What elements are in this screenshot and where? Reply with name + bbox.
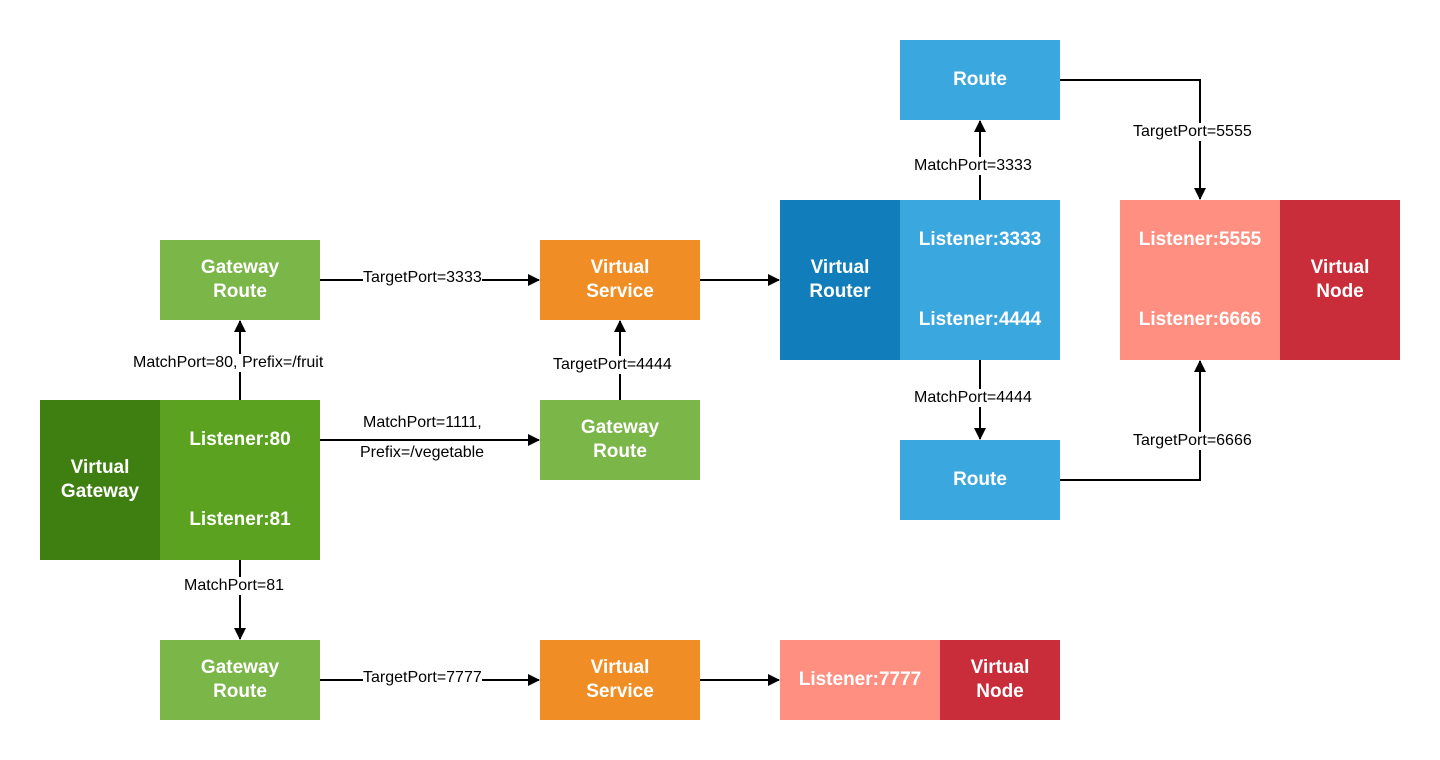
vr-listener-4444[interactable]: Listener:4444 <box>900 280 1060 360</box>
edge-route-top-to-vn <box>1060 79 1206 200</box>
virtual-service-bottom[interactable]: Virtual Service <box>540 640 700 720</box>
vn-listener-6666[interactable]: Listener:6666 <box>1120 280 1280 360</box>
label-match-3333: MatchPort=3333 <box>914 157 1032 175</box>
label-match-80-fruit: MatchPort=80, Prefix=/fruit <box>133 354 324 372</box>
virtual-router[interactable]: Virtual Router <box>780 200 900 360</box>
vg-listener-81[interactable]: Listener:81 <box>160 480 320 560</box>
gateway-route-bottom[interactable]: Gateway Route <box>160 640 320 720</box>
virtual-gateway[interactable]: Virtual Gateway <box>40 400 160 560</box>
label-match-1111-line2: Prefix=/vegetable <box>360 444 485 462</box>
vn-listener-7777[interactable]: Listener:7777 <box>780 640 940 720</box>
label-match-1111-line1: MatchPort=1111, <box>363 414 482 432</box>
virtual-service-top[interactable]: Virtual Service <box>540 240 700 320</box>
route-bottom[interactable]: Route <box>900 440 1060 520</box>
gateway-route-top[interactable]: Gateway Route <box>160 240 320 320</box>
label-target-5555: TargetPort=5555 <box>1133 123 1252 141</box>
label-match-4444: MatchPort=4444 <box>914 389 1032 407</box>
label-target-4444: TargetPort=4444 <box>553 356 672 374</box>
virtual-node-right[interactable]: Virtual Node <box>1280 200 1400 360</box>
vg-listener-80[interactable]: Listener:80 <box>160 400 320 480</box>
route-top[interactable]: Route <box>900 40 1060 120</box>
label-target-3333: TargetPort=3333 <box>363 269 482 287</box>
gateway-route-mid[interactable]: Gateway Route <box>540 400 700 480</box>
label-target-6666: TargetPort=6666 <box>1133 432 1252 450</box>
vr-listener-3333[interactable]: Listener:3333 <box>900 200 1060 280</box>
label-match-81: MatchPort=81 <box>184 577 285 595</box>
vn-listener-5555[interactable]: Listener:5555 <box>1120 200 1280 280</box>
label-target-7777: TargetPort=7777 <box>363 669 482 687</box>
edge-route-bottom-to-vn <box>1060 360 1206 481</box>
virtual-node-bottom[interactable]: Virtual Node <box>940 640 1060 720</box>
